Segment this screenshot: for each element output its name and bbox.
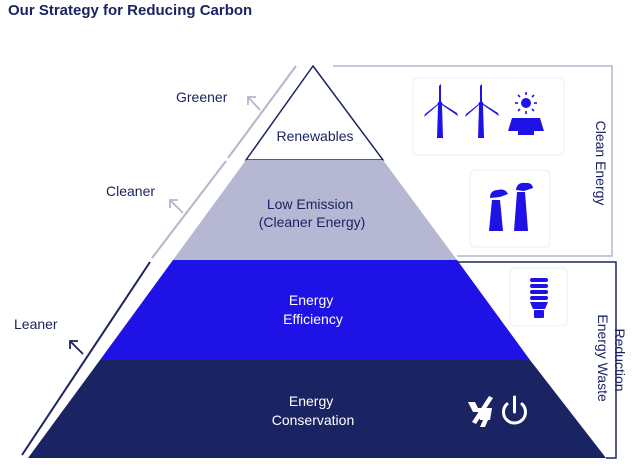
unplug-icon [468,396,493,427]
tier-efficiency [100,260,530,360]
arrow-up-left-icon [247,96,261,111]
efficient-bulb-icon [530,278,548,318]
icon-card-low-emission [469,169,551,248]
icon-card-renewables [412,77,565,156]
bracket-energy-waste-reduction [457,261,617,459]
arrow-up-left-icon [69,340,84,355]
power-icon [502,395,527,425]
tier-low-emission-label: Low Emission (Cleaner Energy) [259,196,366,230]
rail-segment-greener [227,65,297,159]
bracket-clean-energy [333,65,613,257]
bracket-label-energy-waste-reduction: Energy Waste Reduction [595,314,628,405]
wind-turbine-icon [424,84,458,138]
tier-renewables [244,64,385,161]
bracket-label-clean-energy: Clean Energy [593,121,609,206]
tier-efficiency-label: Energy Efficiency [283,292,343,327]
rail-segment-cleaner [151,160,227,259]
factory-chimneys-icon [489,182,533,231]
page-title: Our Strategy for Reducing Carbon [8,2,253,19]
arrow-up-left-icon [169,199,184,214]
tier-conservation [28,360,606,458]
tier-conservation-label: Energy Conservation [272,393,355,428]
solar-panel-icon [508,92,544,135]
arrow-label-cleaner: Cleaner [106,183,155,199]
tier-renewables-label: Renewables [276,128,353,144]
rail-segment-leaner [21,261,151,456]
wind-turbine-icon [465,84,499,138]
arrow-label-leaner: Leaner [14,316,58,332]
arrow-label-greener: Greener [176,89,228,105]
tier-low-emission [173,160,457,260]
